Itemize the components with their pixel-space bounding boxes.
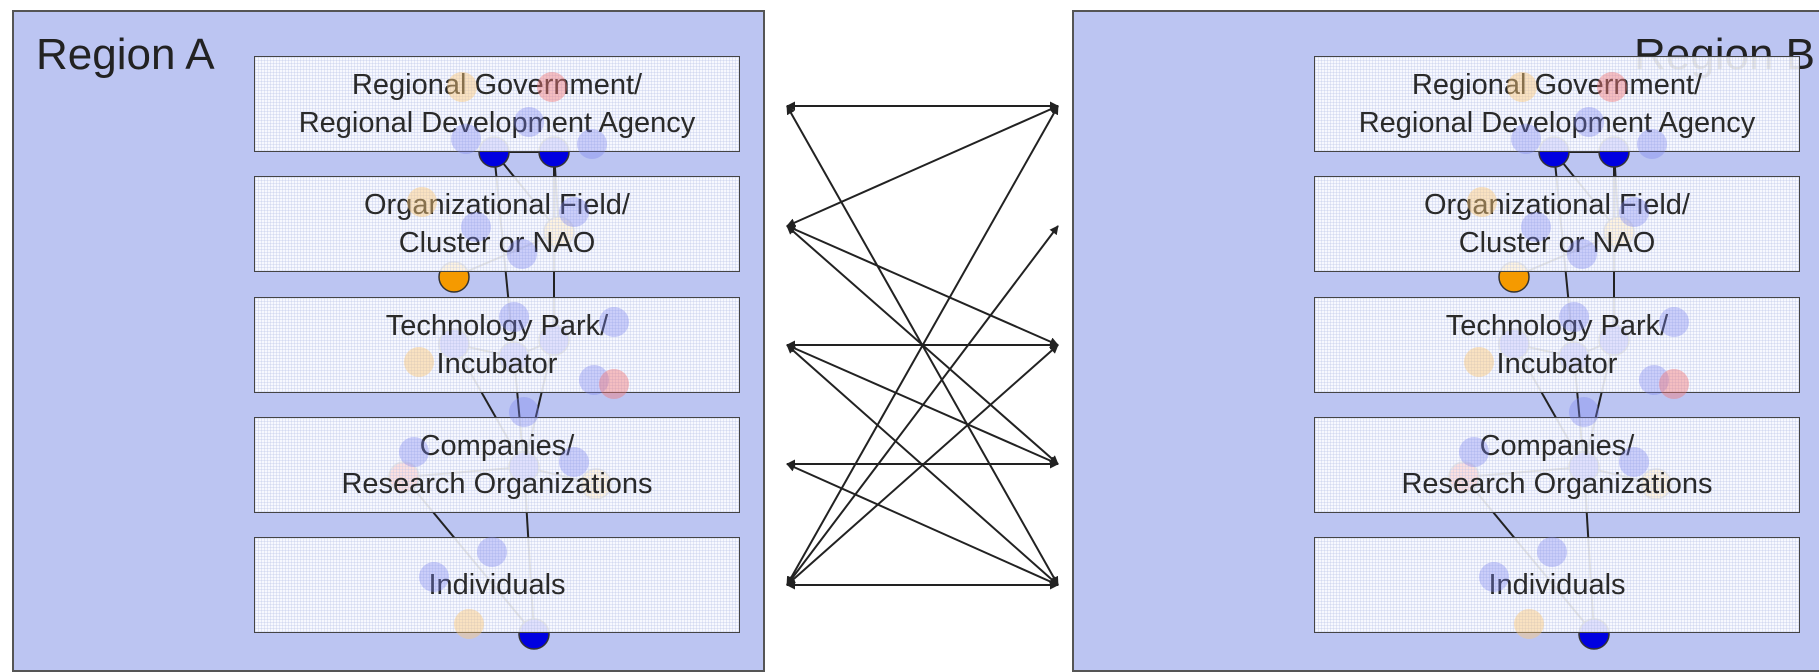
layer-label: Companies/ Research Organizations <box>341 430 653 500</box>
region-b-layer-government: Regional Government/ Regional Developmen… <box>1314 56 1800 152</box>
layer-label: Organizational Field/ Cluster or NAO <box>1424 189 1690 259</box>
inter-region-arrow <box>786 225 1059 586</box>
region-a-layer-government: Regional Government/ Regional Developmen… <box>254 56 740 152</box>
layer-label: Regional Government/ Regional Developmen… <box>298 69 696 139</box>
region-a-panel: Region A Regional Government/ Regional D… <box>12 10 765 672</box>
region-a-layer-companies: Companies/ Research Organizations <box>254 417 740 513</box>
layer-label: Technology Park/ Incubator <box>385 310 609 380</box>
region-a-layer-technology-park: Technology Park/ Incubator <box>254 297 740 393</box>
layer-label: Regional Government/ Regional Developmen… <box>1358 69 1756 139</box>
region-b-layer-individuals: Individuals <box>1314 537 1800 633</box>
layer-label: Companies/ Research Organizations <box>1401 430 1713 500</box>
layer-label: Organizational Field/ Cluster or NAO <box>364 189 630 259</box>
region-b-panel: Region B Regional Government/ Regional D… <box>1072 10 1819 672</box>
inter-region-arrow <box>786 344 1059 586</box>
layer-label: Technology Park/ Incubator <box>1445 310 1669 380</box>
region-a-layer-cluster: Organizational Field/ Cluster or NAO <box>254 176 740 272</box>
region-a-layer-individuals: Individuals <box>254 537 740 633</box>
region-b-layer-companies: Companies/ Research Organizations <box>1314 417 1800 513</box>
inter-region-arrow <box>786 463 1059 586</box>
layer-label: Individuals <box>1488 569 1626 601</box>
layer-label: Individuals <box>428 569 566 601</box>
region-b-layer-technology-park: Technology Park/ Incubator <box>1314 297 1800 393</box>
region-a-title: Region A <box>36 30 215 79</box>
inter-region-arrow <box>786 225 1059 346</box>
region-b-layer-cluster: Organizational Field/ Cluster or NAO <box>1314 176 1800 272</box>
inter-region-arrow <box>786 105 1059 227</box>
